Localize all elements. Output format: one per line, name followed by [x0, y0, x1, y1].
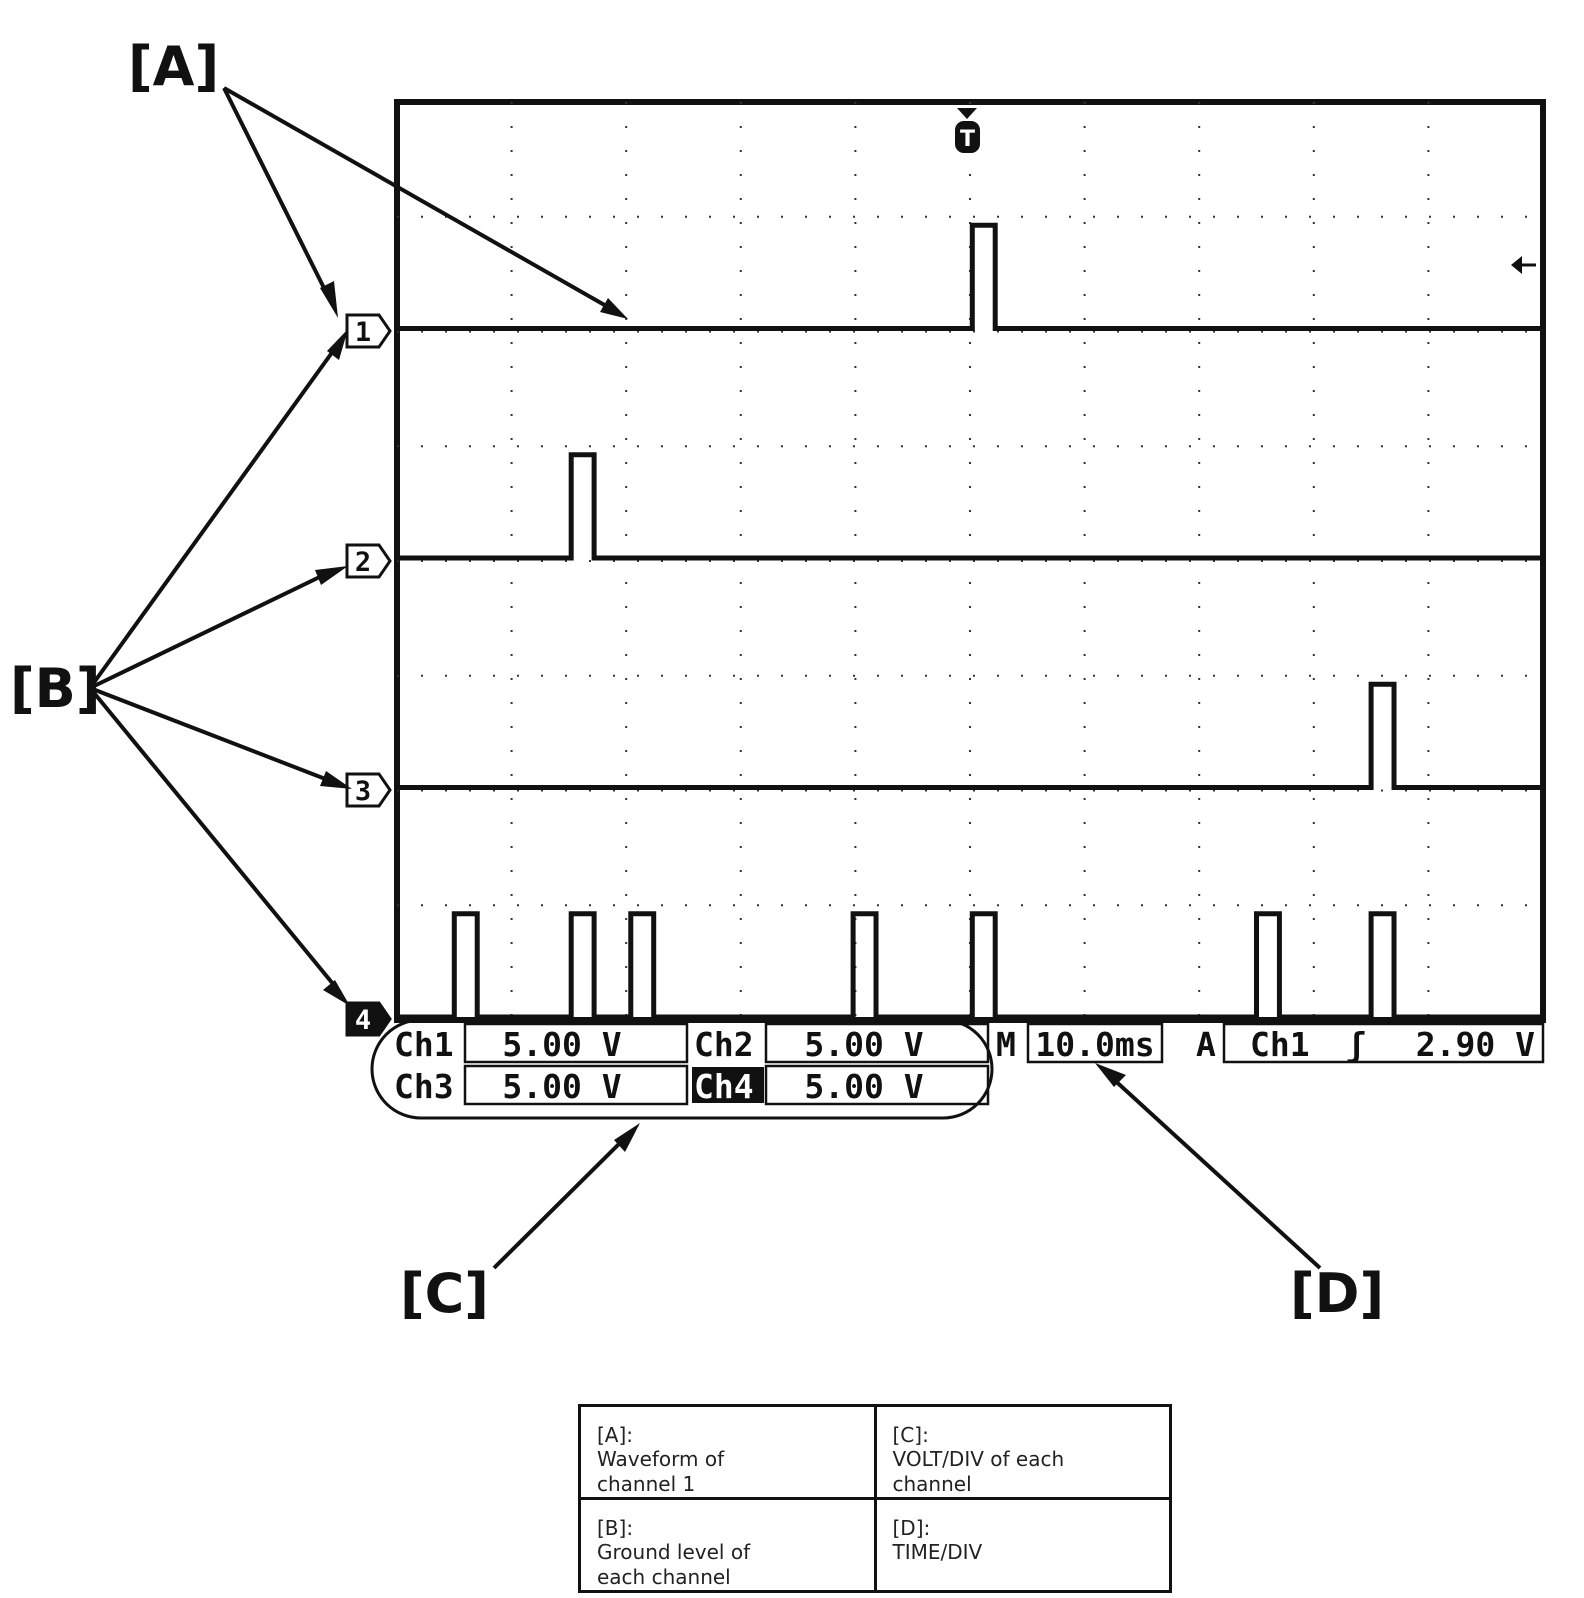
- time-per-div-readout: M 10.0ms: [996, 1022, 1164, 1064]
- ch4-scale-value: 5.00 V: [804, 1067, 923, 1106]
- trigger-readout: A Ch1 ʃ 2.90 V: [1196, 1022, 1545, 1064]
- callout-c: [C]: [400, 1262, 489, 1325]
- timebase-label: M: [996, 1025, 1016, 1064]
- callout-b: [B]: [10, 657, 101, 720]
- ch2-scale-label: Ch2: [694, 1025, 754, 1064]
- channel-3-marker-label: 3: [355, 776, 371, 807]
- trigger-level: 2.90 V: [1416, 1025, 1535, 1064]
- trigger-level-arrow-icon: [1511, 256, 1536, 274]
- channel-3-ground-marker: 3: [345, 772, 392, 808]
- trigger-position-marker: T: [955, 108, 980, 153]
- trigger-slope-icon: ʃ: [1346, 1025, 1366, 1064]
- trigger-marker-label: T: [960, 127, 975, 152]
- legend-key: [A]:: [597, 1423, 634, 1447]
- callout-d: [D]: [1290, 1262, 1384, 1325]
- channel-2-ground-marker: 2: [345, 543, 392, 579]
- waveform-traces: [397, 222, 1543, 1020]
- legend-desc: Waveform of channel 1: [597, 1447, 725, 1496]
- channel-4-waveform: [397, 911, 1543, 1020]
- channel-4-ground-marker: 4: [345, 1001, 392, 1037]
- channel-2-marker-label: 2: [355, 547, 371, 578]
- legend-table: [A]:Waveform of channel 1 [C]:VOLT/DIV o…: [578, 1404, 1172, 1593]
- trigger-mode-label: A: [1196, 1025, 1216, 1064]
- legend-cell-d: [D]:TIME/DIV: [873, 1497, 1172, 1593]
- legend-desc: Ground level of each channel: [597, 1540, 751, 1589]
- legend-key: [D]:: [892, 1516, 931, 1540]
- ch2-scale-value: 5.00 V: [804, 1025, 923, 1064]
- legend-desc: VOLT/DIV of each channel: [892, 1447, 1065, 1496]
- channel-1-marker-label: 1: [355, 317, 371, 348]
- ch1-scale-label: Ch1: [394, 1025, 454, 1064]
- timebase-value: 10.0ms: [1035, 1025, 1154, 1064]
- legend-cell-c: [C]:VOLT/DIV of each channel: [873, 1404, 1172, 1500]
- channel-1-ground-marker: 1: [345, 313, 392, 349]
- legend-row: [B]:Ground level of each channel [D]:TIM…: [578, 1497, 1172, 1593]
- volts-panel-outline: [370, 1018, 994, 1120]
- ch1-scale-value: 5.00 V: [502, 1025, 621, 1064]
- channel-2-waveform: [397, 452, 1543, 561]
- channel-3-waveform: [397, 681, 1543, 790]
- callout-arrows: [88, 86, 1322, 1270]
- callout-a: [A]: [128, 35, 219, 98]
- ch4-scale-label: Ch4: [694, 1067, 754, 1106]
- callout-arrowheads: [315, 281, 1126, 1152]
- legend-cell-a: [A]:Waveform of channel 1: [578, 1404, 877, 1500]
- legend-cell-b: [B]:Ground level of each channel: [578, 1497, 877, 1593]
- legend-row: [A]:Waveform of channel 1 [C]:VOLT/DIV o…: [578, 1404, 1172, 1500]
- volts-per-div-panel: Ch1 5.00 V Ch2 5.00 V Ch3 5.00 V Ch4 5.0…: [370, 1018, 994, 1120]
- trigger-source: Ch1: [1250, 1025, 1310, 1064]
- channel-4-marker-label: 4: [355, 1005, 371, 1036]
- ch3-scale-value: 5.00 V: [502, 1067, 621, 1106]
- legend-key: [B]:: [597, 1516, 634, 1540]
- legend-desc: TIME/DIV: [892, 1540, 983, 1564]
- ch3-scale-label: Ch3: [394, 1067, 454, 1106]
- channel-1-waveform: [397, 222, 1543, 331]
- legend-key: [C]:: [892, 1423, 929, 1447]
